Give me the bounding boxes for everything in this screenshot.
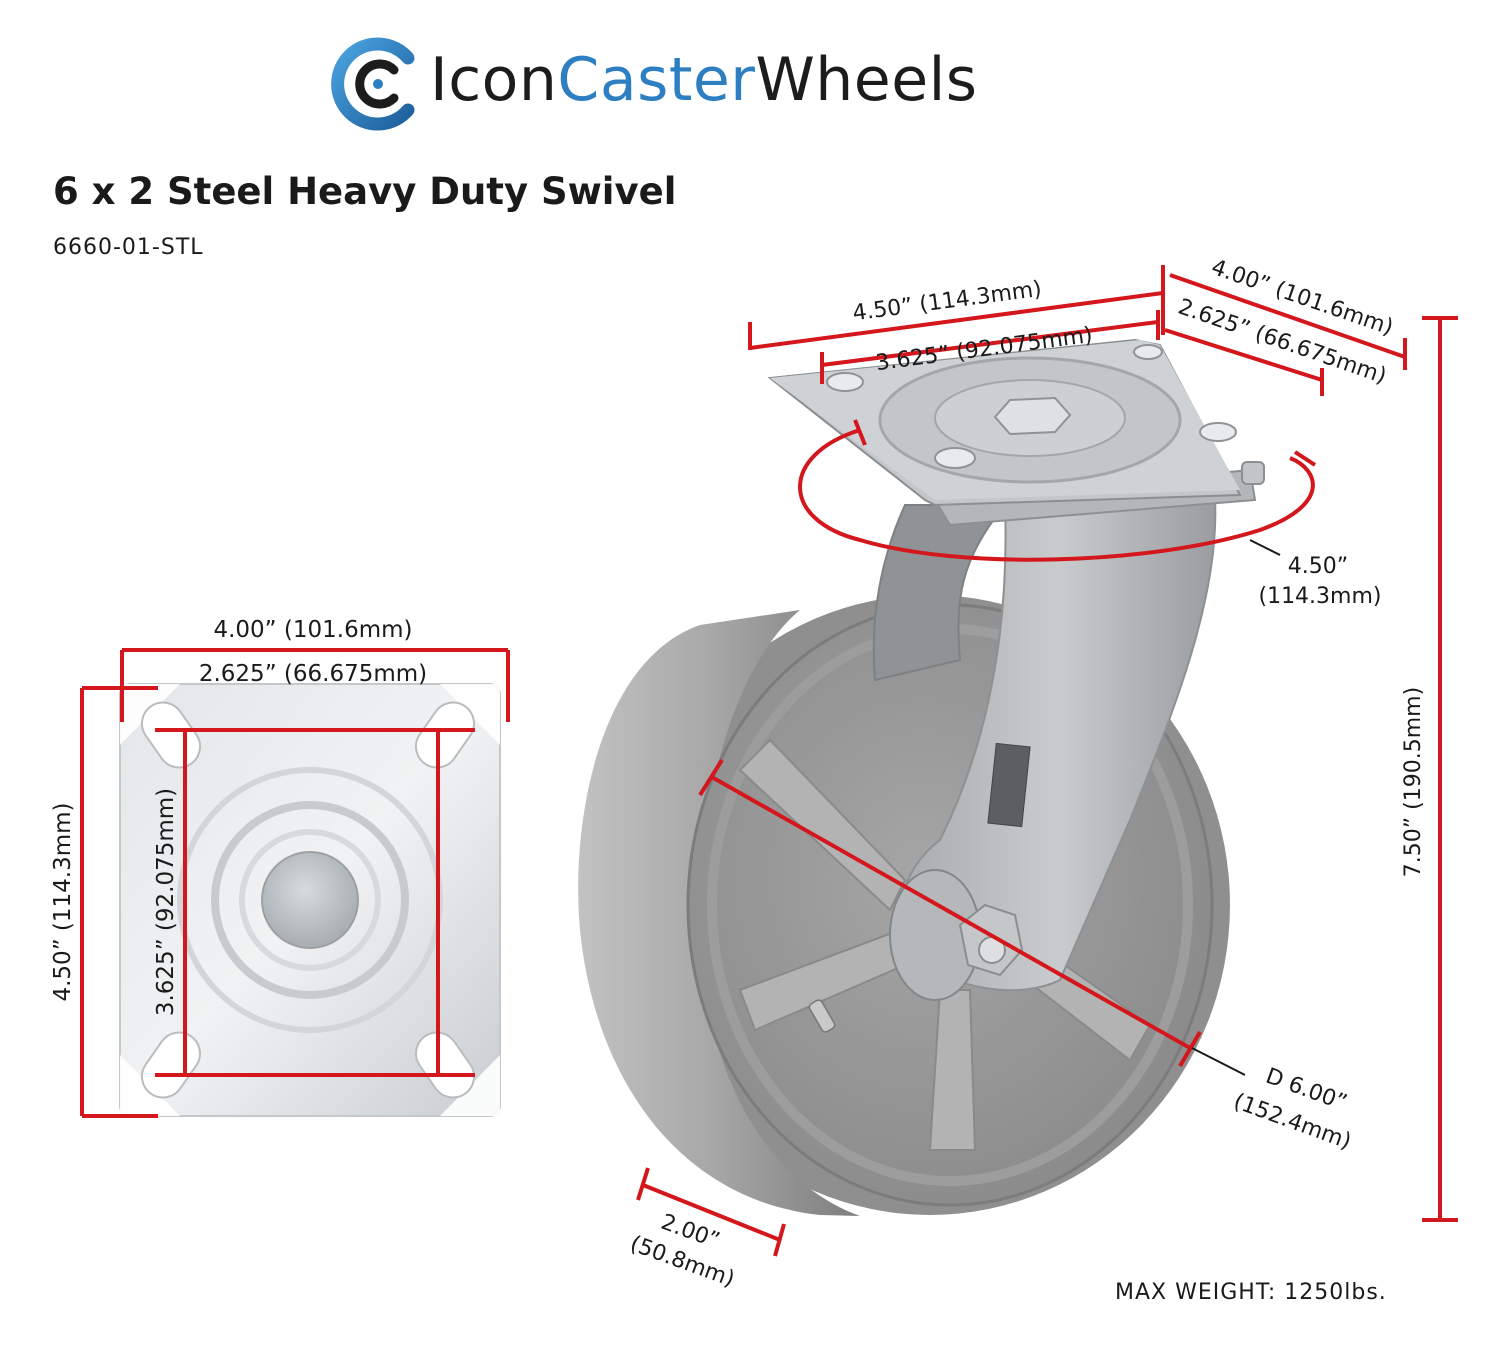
fork-slot: [987, 742, 1031, 828]
dim-tick-wheel-width-left: [636, 1167, 650, 1201]
product-title: 6 x 2 Steel Heavy Duty Swivel: [53, 170, 677, 213]
plate-hole: [1133, 344, 1163, 360]
dim-line-wheel-diameter: [709, 774, 1191, 1050]
dim-line-plate-length: [749, 291, 1164, 350]
dim-tick-swivel-left: [853, 419, 867, 446]
label-top-plate-height-outer: 4.50” (114.3mm): [50, 802, 76, 1001]
label-top-plate-height-holes: 3.625” (92.075mm): [153, 788, 179, 1016]
caster-logo-icon: [331, 37, 415, 131]
dim-tick-wheel-width-right: [773, 1223, 786, 1257]
dim-tick-wheel-diameter-left: [698, 758, 724, 797]
leader-swivel-radius: [1249, 539, 1281, 556]
plate-hole: [826, 372, 864, 392]
plate-hole: [1199, 422, 1237, 442]
label-top-plate-width-holes: 2.625” (66.675mm): [199, 661, 427, 687]
label-swivel-radius-mm: (114.3mm): [1258, 584, 1381, 609]
leader-wheel-diameter: [1191, 1047, 1246, 1076]
top-plate-view: 4.00” (101.6mm) 2.625” (66.675mm) 4.50” …: [50, 617, 510, 1118]
dim-line-wheel-width: [642, 1183, 781, 1242]
wheel-tread: [578, 610, 860, 1216]
brand-name-part1: Icon: [430, 45, 558, 115]
slot-bottom-right: [414, 1031, 476, 1099]
dim-line-plate-hole-width: [1164, 328, 1323, 382]
bearing-ring-inner: [239, 829, 381, 971]
dim-tick-swivel-right: [1293, 450, 1317, 467]
dim-swivel-radius-arc: [798, 428, 1315, 562]
wheel-grease-fitting: [808, 999, 836, 1033]
kingpin-hub: [261, 851, 359, 949]
swivel-lock-tab: [1241, 461, 1265, 485]
slot-top-right: [414, 701, 476, 769]
bearing-ring-middle: [211, 801, 409, 999]
brand-name-part3: Wheels: [755, 45, 978, 115]
wheel-spoke: [738, 738, 907, 912]
kingpin-nut: [993, 396, 1072, 436]
product-sku: 6660-01-STL: [53, 235, 204, 260]
label-plate-length: 4.50” (114.3mm): [851, 277, 1043, 327]
dim-tick-wheel-diameter-right: [1178, 1030, 1202, 1068]
brand-name: IconCasterWheels: [430, 40, 978, 120]
label-swivel-radius-in: 4.50”: [1288, 554, 1348, 579]
dim-line-plate-width: [1169, 273, 1406, 359]
label-top-plate-width-outer: 4.00” (101.6mm): [213, 617, 412, 643]
dim-line-plate-hole-length: [821, 320, 1159, 367]
plate-hole: [934, 447, 976, 469]
max-weight-label: MAX WEIGHT: 1250lbs.: [1115, 1280, 1387, 1305]
plate-holes: [826, 344, 1237, 469]
caster-view: 4.50” (114.3mm) 3.625” (92.075mm) 4.00” …: [578, 255, 1458, 1292]
brand-name-part2: Caster: [557, 45, 756, 115]
label-overall-height: 7.50” (190.5mm): [1401, 687, 1426, 877]
brand-logo: IconCasterWheels: [330, 32, 1180, 132]
